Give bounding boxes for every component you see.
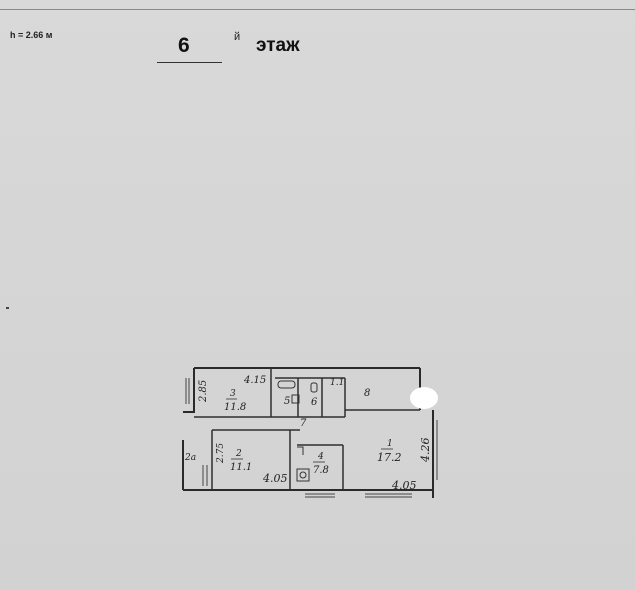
interior-walls — [194, 368, 420, 490]
room-3-number: 3 — [230, 389, 236, 399]
room-1-area: 17.2 — [377, 451, 402, 464]
dim-top-left-width: 4.15 — [243, 375, 266, 386]
dim-left-height-mid: 2.75 — [216, 443, 226, 464]
dim-left-height-top: 2.85 — [198, 380, 209, 403]
dim-right-height: 4.26 — [419, 438, 432, 464]
room-3-area: 11.8 — [224, 402, 246, 413]
bathtub-icon — [277, 380, 296, 389]
room-2-area: 11.1 — [230, 462, 252, 473]
fixtures — [277, 380, 318, 482]
ceiling-height-label: h = 2.66 м — [10, 30, 53, 40]
room-7-number: 7 — [300, 418, 307, 429]
dim-bottom-right-width: 4.05 — [391, 479, 417, 492]
kitchen-vent-icon — [297, 446, 304, 455]
floor-ordinal-suffix: й — [234, 31, 241, 43]
dim-bottom-mid-width: 4.05 — [262, 472, 288, 485]
dim-top-right-width: 1.1 — [330, 378, 344, 388]
room-8-number: 8 — [364, 388, 370, 399]
floor-word: этаж — [256, 35, 300, 56]
room-4-number: 4 — [317, 452, 324, 462]
room-2a-number: 2a — [184, 453, 196, 463]
room-5-number: 5 — [284, 396, 290, 407]
room-6-number: 6 — [311, 397, 318, 408]
top-border-line — [0, 9, 635, 10]
stove-burner-icon — [299, 471, 307, 479]
floor-number: 6 — [178, 34, 190, 57]
windows — [185, 378, 438, 498]
stove-icon — [296, 468, 310, 482]
cover-spot — [410, 387, 438, 409]
room-4-area: 7.8 — [313, 465, 329, 476]
stray-mark — [6, 307, 9, 309]
room-2-number: 2 — [235, 449, 242, 459]
toilet-icon — [310, 382, 318, 393]
floor-number-underline — [157, 62, 222, 63]
sink-icon — [291, 394, 300, 404]
room-1-number: 1 — [387, 439, 393, 449]
